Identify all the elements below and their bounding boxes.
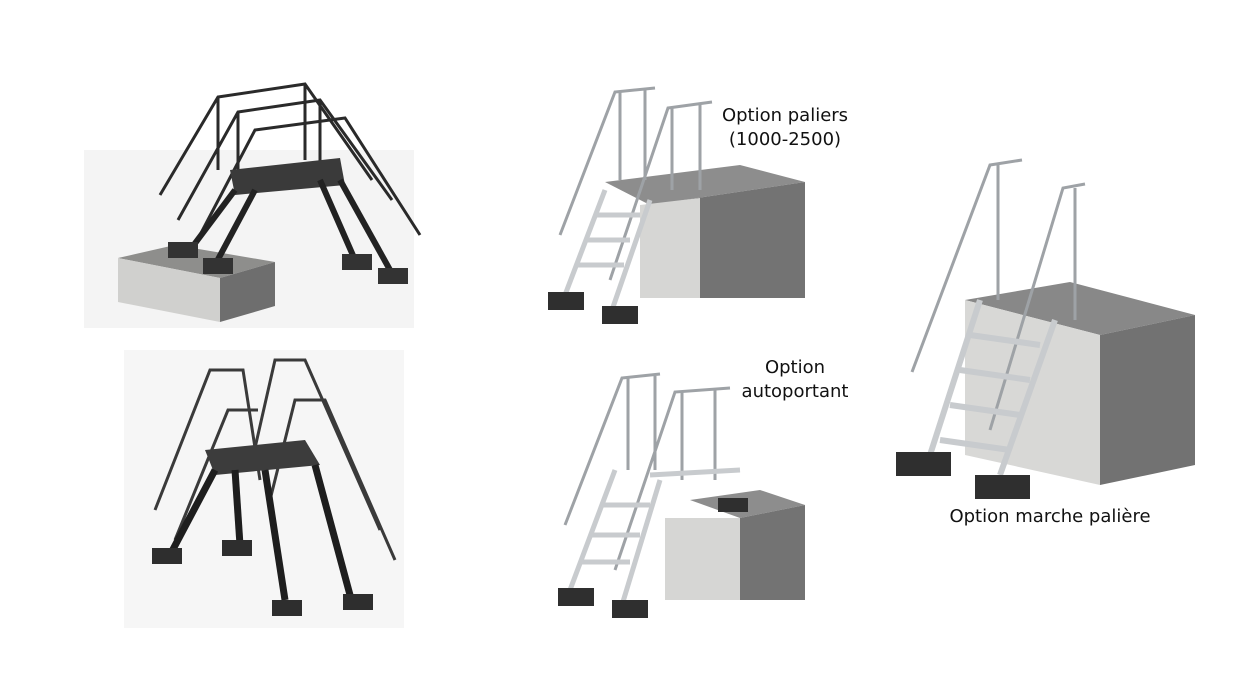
caption-marche-paliere: Option marche palière [949, 506, 1151, 527]
caption-paliers-range: (1000-2500) [728, 129, 842, 150]
caption-autoportant-line1: Option [764, 357, 826, 378]
stair-with-landing-option [548, 86, 805, 324]
caption-autoportant: Option autoportant [730, 356, 860, 404]
caption-paliers-title: Option paliers [721, 105, 849, 126]
stair-with-landing-step-option [896, 158, 1195, 499]
caption-paliers: Option paliers (1000-2500) [715, 104, 855, 152]
freestanding-stair-option [558, 372, 805, 618]
freestanding-crossover-stair [124, 350, 404, 628]
caption-autoportant-line2: autoportant [741, 381, 849, 402]
crossover-stair-over-block [84, 82, 422, 328]
